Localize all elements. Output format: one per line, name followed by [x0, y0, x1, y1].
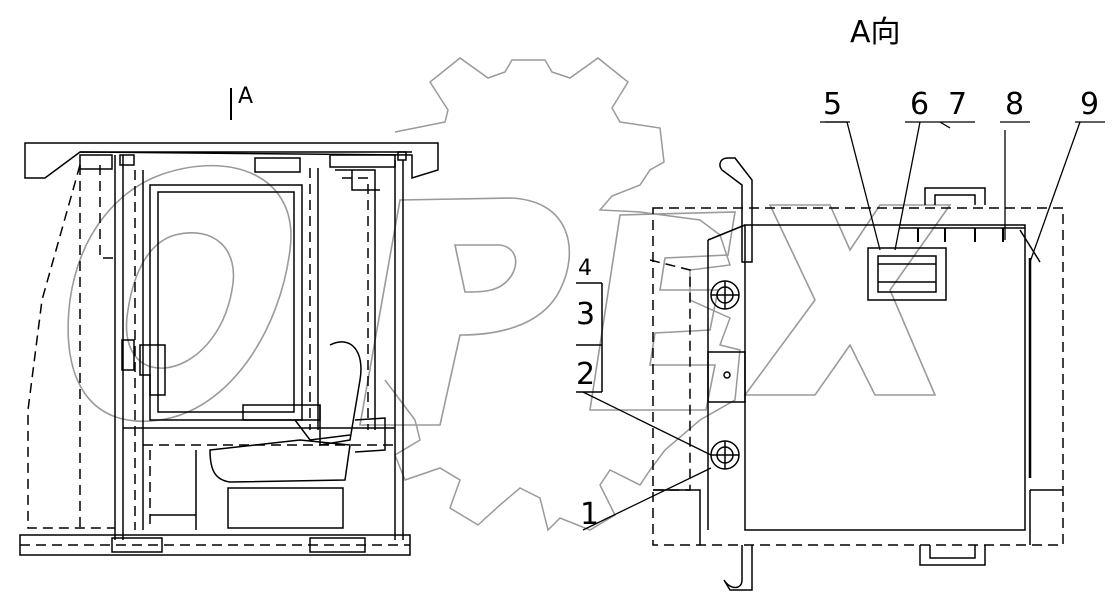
watermark-letter-p — [359, 197, 571, 426]
section-arrow-label: A — [238, 84, 254, 109]
callout-5: 5 — [823, 87, 843, 122]
callout-9: 9 — [1080, 87, 1100, 122]
callout-6: 6 — [910, 87, 930, 122]
a-direction-view — [576, 157, 1064, 591]
view-title: A向 — [850, 15, 901, 50]
callout-3: 3 — [576, 297, 596, 332]
watermark-text — [67, 164, 952, 426]
callout-1: 1 — [580, 497, 600, 532]
callout-2: 2 — [576, 357, 596, 392]
callout-4: 4 — [578, 256, 592, 281]
watermark-gear — [384, 57, 741, 532]
watermark-letter-e — [589, 211, 736, 411]
callout-7: 7 — [948, 87, 968, 122]
callout-8: 8 — [1005, 87, 1025, 122]
cab-side-view — [19, 88, 439, 556]
